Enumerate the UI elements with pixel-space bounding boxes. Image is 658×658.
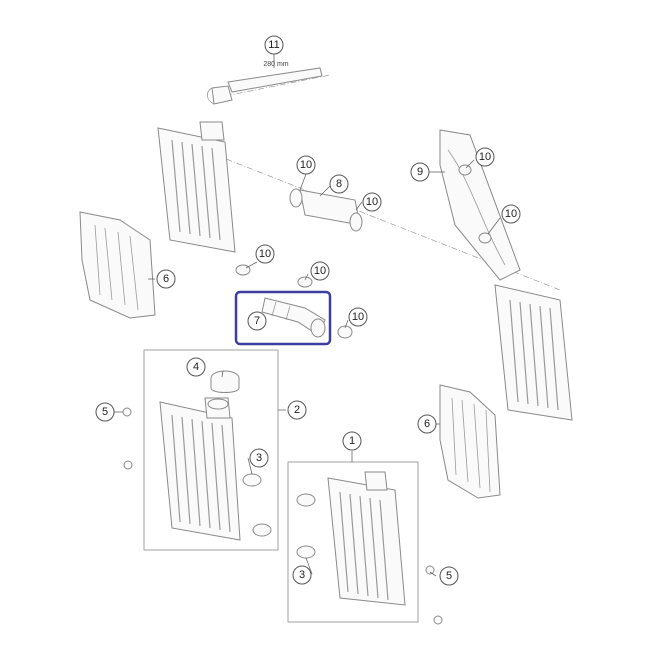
part-clamps-10 [235, 164, 492, 339]
svg-text:6: 6 [424, 418, 430, 430]
svg-text:6: 6 [163, 273, 169, 285]
callout-4: 4 [186, 357, 206, 377]
svg-text:3: 3 [299, 569, 305, 581]
part-grommets-3 [242, 473, 316, 559]
part-hose-11 [206, 67, 323, 105]
svg-text:10: 10 [366, 196, 378, 208]
part-hose-7 [261, 297, 326, 338]
callout-1: 1 [342, 431, 362, 451]
part-cap-4 [210, 370, 240, 393]
hose-length-label: 280 mm [263, 61, 288, 68]
callout-6: 6 [156, 269, 176, 289]
svg-text:10: 10 [505, 208, 517, 220]
part-radiator-upper-left [157, 121, 236, 253]
part-fitting-8 [289, 188, 363, 232]
part-radiator-1 [327, 471, 406, 606]
callout-10: 10 [296, 155, 316, 175]
svg-text:10: 10 [352, 311, 364, 323]
svg-text:9: 9 [417, 166, 423, 178]
svg-text:5: 5 [446, 570, 452, 582]
part-shroud-6-right [439, 384, 501, 499]
callout-5: 5 [95, 402, 115, 422]
svg-text:5: 5 [102, 406, 108, 418]
callout-6: 6 [417, 414, 437, 434]
callout-2: 2 [287, 400, 307, 420]
leader-lines [114, 54, 501, 577]
highlight-box-part-7[interactable] [234, 290, 332, 346]
svg-text:3: 3 [256, 452, 262, 464]
callout-10: 10 [310, 261, 330, 281]
upper-axis-line [214, 74, 331, 99]
callout-10: 10 [362, 192, 382, 212]
callout-3: 3 [292, 565, 312, 585]
svg-text:2: 2 [294, 404, 300, 416]
callout-11: 11 [264, 35, 284, 55]
part-bolts-5 [122, 407, 443, 625]
svg-text:4: 4 [193, 361, 199, 373]
svg-text:10: 10 [314, 265, 326, 277]
svg-text:10: 10 [300, 159, 312, 171]
callout-10: 10 [348, 307, 368, 327]
callout-7: 7 [247, 311, 267, 331]
svg-text:11: 11 [268, 39, 279, 51]
svg-text:7: 7 [254, 315, 260, 327]
assembly-frame-2 [143, 349, 279, 551]
callout-10: 10 [255, 244, 275, 264]
part-shroud-6-left [79, 211, 156, 319]
svg-text:10: 10 [479, 151, 491, 163]
part-radiator-upper-right [494, 284, 573, 421]
svg-text:8: 8 [336, 178, 342, 190]
svg-text:10: 10 [259, 248, 271, 260]
callout-10: 10 [475, 147, 495, 167]
callout-5: 5 [439, 566, 459, 586]
callout-9: 9 [410, 162, 430, 182]
callout-10: 10 [501, 204, 521, 224]
svg-text:1: 1 [349, 435, 355, 447]
part-radiator-2 [159, 397, 241, 541]
callout-8: 8 [329, 174, 349, 194]
assembly-frame-1 [287, 461, 419, 623]
callout-3: 3 [249, 448, 269, 468]
